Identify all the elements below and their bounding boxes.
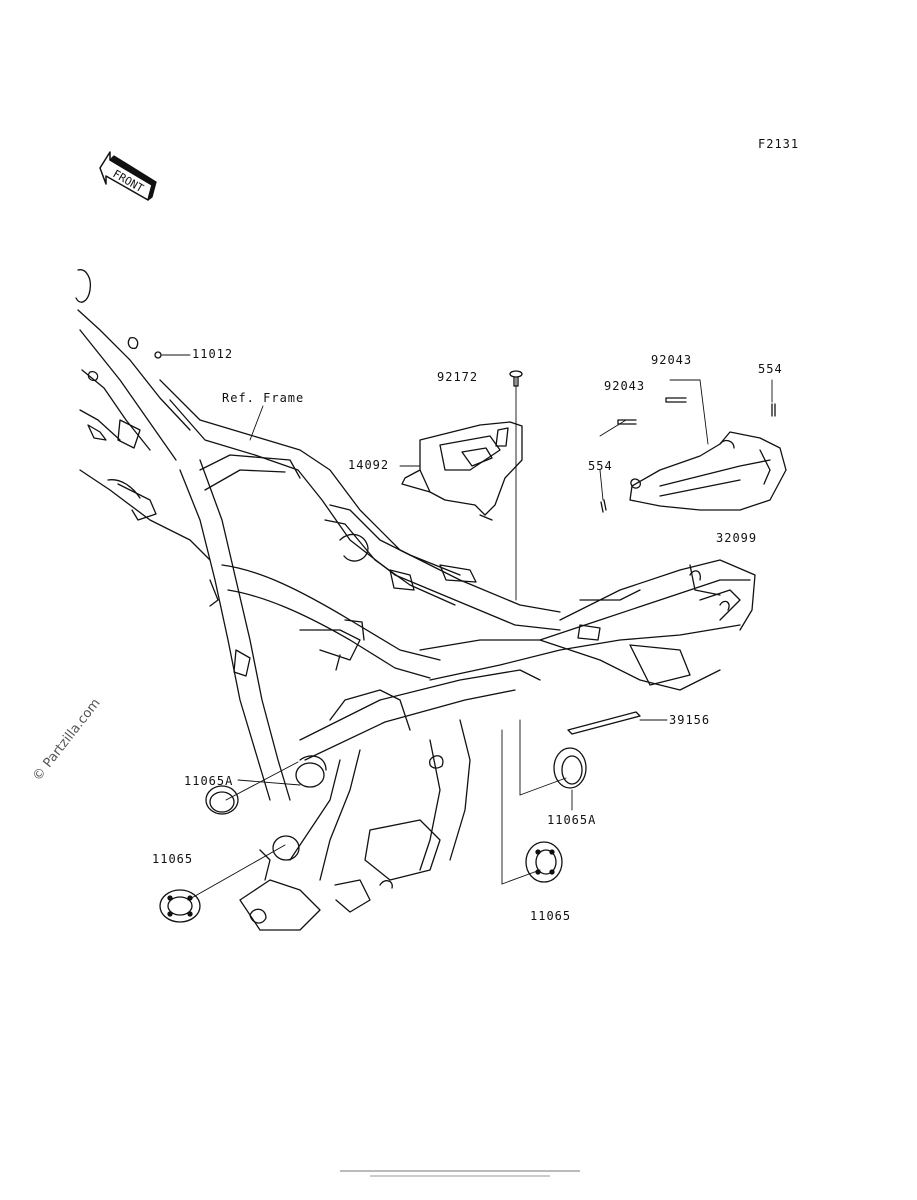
plug-icon-11065A-right bbox=[553, 747, 587, 789]
part-label-11065-left[interactable]: 11065 bbox=[152, 852, 194, 866]
part-label-14092[interactable]: 14092 bbox=[348, 458, 390, 472]
part-label-92172[interactable]: 92172 bbox=[437, 370, 479, 384]
diagram-code: F2131 bbox=[758, 137, 800, 151]
part-label-92043-upper[interactable]: 92043 bbox=[651, 353, 693, 367]
part-label-554-upper[interactable]: 554 bbox=[758, 362, 783, 376]
part-label-39156[interactable]: 39156 bbox=[669, 713, 711, 727]
plug-icon-11065A-left bbox=[205, 785, 239, 815]
frame-down-tubes bbox=[79, 459, 441, 801]
part-label-11065A-right[interactable]: 11065A bbox=[547, 813, 597, 827]
screw-icon-11012 bbox=[154, 351, 162, 359]
cover-32099 bbox=[629, 431, 787, 511]
plug-icon-11065-left bbox=[159, 889, 201, 923]
footer-fineprint bbox=[330, 1170, 590, 1177]
plug-icon-11065-right bbox=[525, 841, 563, 883]
frame-rear-section bbox=[419, 559, 756, 691]
part-label-554-lower[interactable]: 554 bbox=[588, 459, 613, 473]
screw-icon-92172 bbox=[509, 370, 523, 387]
frame-front-section bbox=[75, 269, 191, 521]
part-label-11065-right[interactable]: 11065 bbox=[530, 909, 572, 923]
bracket-14092 bbox=[401, 421, 523, 521]
front-arrow-icon: FRONT bbox=[99, 151, 157, 201]
frame-lower-cradle bbox=[239, 669, 541, 931]
frame-plug-holes bbox=[272, 762, 325, 861]
part-label-11012[interactable]: 11012 bbox=[192, 347, 234, 361]
part-label-32099[interactable]: 32099 bbox=[716, 531, 758, 545]
ref-frame-label: Ref. Frame bbox=[222, 391, 305, 405]
leader-lines bbox=[161, 354, 773, 901]
part-label-92043-lower[interactable]: 92043 bbox=[604, 379, 646, 393]
strip-39156 bbox=[567, 711, 641, 735]
frame-upper-tubes bbox=[159, 379, 561, 631]
part-label-11065A-left[interactable]: 11065A bbox=[184, 774, 234, 788]
cotter-pin-icon-554 bbox=[600, 403, 776, 513]
pin-icon-92043 bbox=[617, 397, 687, 425]
